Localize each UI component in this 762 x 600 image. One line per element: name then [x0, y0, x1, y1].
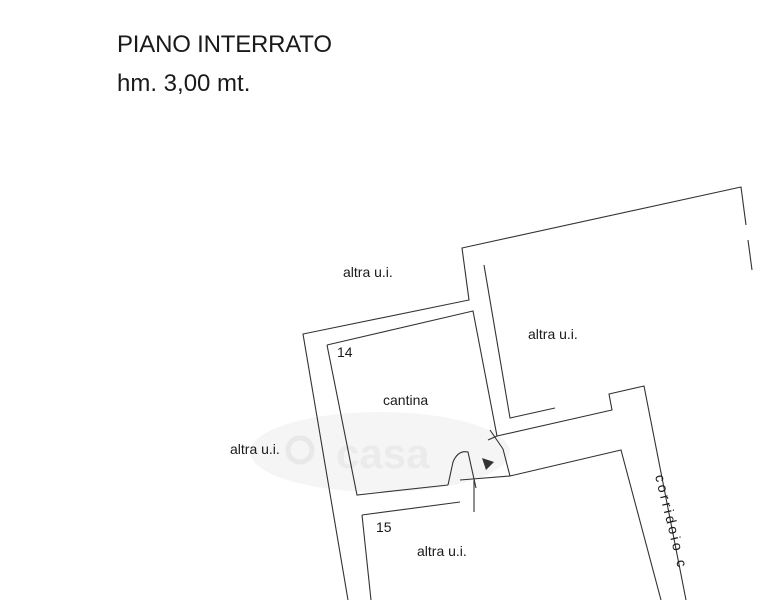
label-altra-bottom: altra u.i. [417, 543, 467, 559]
corridor-wall-west [502, 448, 662, 600]
door-swing [447, 451, 477, 489]
label-altra-left: altra u.i. [230, 441, 280, 457]
cantina-14-wall-left [326, 344, 449, 496]
corridor-wall-east [496, 385, 687, 600]
label-corridor: corridoio c [652, 473, 691, 572]
watermark-house-icon [285, 435, 315, 465]
door-edge [489, 429, 504, 450]
watermark-logo: casa [250, 412, 510, 492]
label-altra-top: altra u.i. [343, 264, 393, 280]
cantina-14-wall-top [326, 310, 498, 441]
floor-title: PIANO INTERRATO [117, 31, 332, 58]
room-number-15: 15 [376, 519, 392, 535]
walls [302, 186, 753, 600]
height-note: hm. 3,00 mt. [117, 70, 251, 97]
altra-right-wall-left [483, 264, 556, 419]
outer-wall-north [302, 186, 747, 600]
outer-wall-east [747, 239, 753, 271]
room-name-cantina: cantina [383, 392, 428, 408]
entrance-arrow-icon [482, 458, 494, 470]
room-number-14: 14 [337, 344, 353, 360]
room-15-wall-top [361, 501, 461, 516]
watermark-text: casa [336, 430, 430, 477]
door-threshold [459, 475, 511, 481]
room-15-wall-left [361, 514, 372, 600]
label-altra-right: altra u.i. [528, 326, 578, 342]
